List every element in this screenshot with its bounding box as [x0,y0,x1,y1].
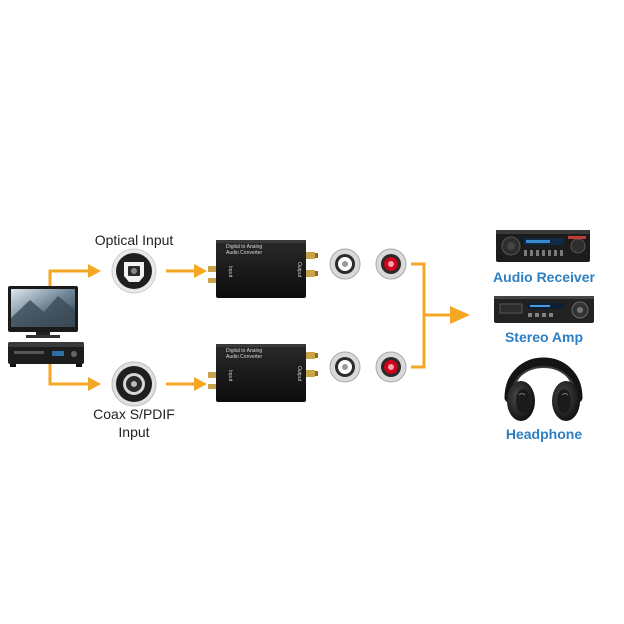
coax-input-label-line1: Coax S/PDIF [93,406,175,422]
converter-top-input-side-label: Input [227,266,233,278]
rca-pair-bottom [329,351,407,383]
converter-box-bottom [208,344,318,402]
headphone-label: Headphone [505,426,583,442]
arrow-rca-merge [411,262,426,369]
converter-top-output-side-label: Output [296,262,302,278]
coax-input-label-line2: Input [118,424,150,440]
arrowhead-converter-2 [194,377,207,391]
arrowhead-outputs [450,306,470,324]
arrowhead-coax [88,377,101,391]
arrow-source-to-coax [48,364,90,386]
converter-top-title-line2: Audio Converter [226,250,263,256]
tv-and-dvd-player-icon [8,286,84,367]
coax-rca-port-icon [111,361,157,407]
av-receiver-icon [496,230,590,262]
arrowhead-optical [88,264,101,278]
converter-bottom-title-line1: Digital to Analog [226,348,263,354]
audio-receiver-label: Audio Receiver [493,269,595,285]
rca-red-jack-icon [375,351,407,383]
rca-pair-top [329,248,407,280]
converter-box-top [208,240,318,298]
optical-input-label: Optical Input [94,232,174,248]
toslink-optical-port-icon [111,248,157,294]
stereo-amplifier-icon [494,296,594,323]
arrowhead-converter-1 [194,264,207,278]
rca-white-jack-icon [329,248,361,280]
converter-top-title-line1: Digital to Analog [226,244,263,250]
converter-bottom-output-side-label: Output [296,366,302,382]
rca-red-jack-icon [375,248,407,280]
stereo-amp-label: Stereo Amp [504,329,584,345]
headphone-icon [504,357,583,421]
converter-bottom-title-line2: Audio Converter [226,354,263,360]
rca-white-jack-icon [329,351,361,383]
arrow-heads [88,264,470,391]
arrows [48,262,452,386]
arrow-source-to-optical [48,269,90,292]
converter-bottom-input-side-label: Input [227,370,233,382]
